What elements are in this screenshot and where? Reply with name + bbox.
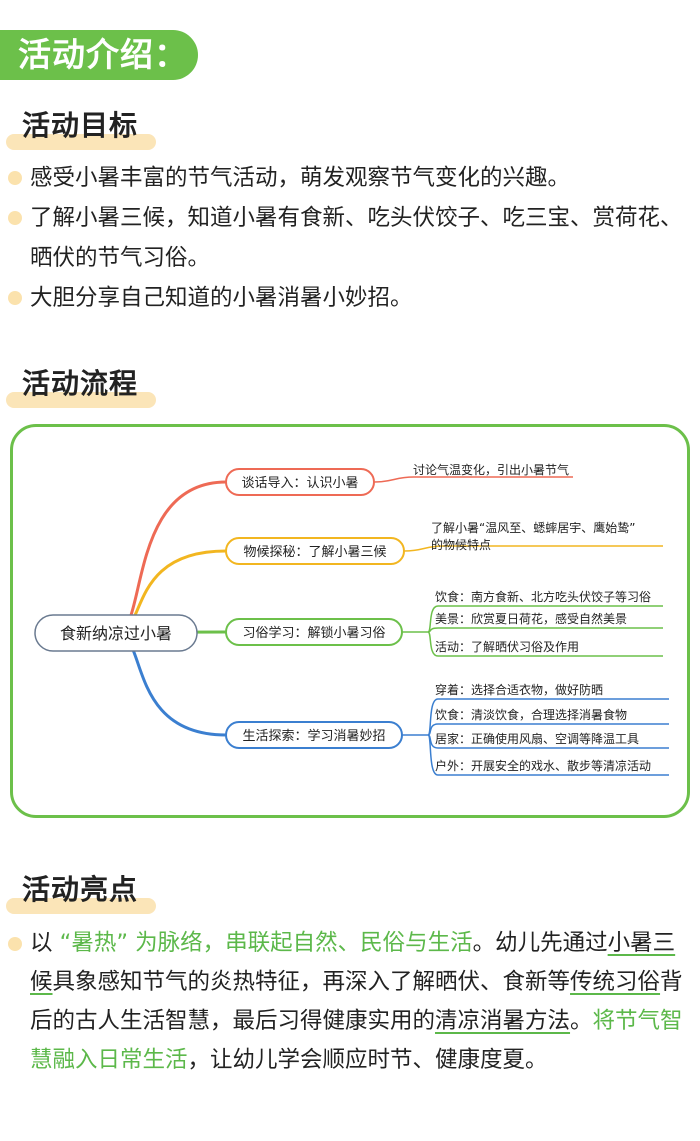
leaf-connector [403, 545, 663, 552]
branch-label: 生活探索：学习消暑妙招 [242, 728, 385, 744]
highlight-segment: 具象感知节气的炎热特征，再深入了解晒伏、食新等 [52, 969, 571, 995]
highlight-segment: 将节气智慧融入日常生活 [30, 1008, 683, 1073]
leaf-label: 了解小暑“温风至、蟋蟀居宇、鹰始鸷” [431, 520, 635, 535]
section-header-pill: 活动介绍： [0, 30, 198, 80]
leaf-connector [427, 631, 663, 657]
goals-title: 活动目标 [22, 109, 139, 142]
leaf-connector [373, 476, 573, 483]
branch-label: 物候探秘：了解小暑三候 [243, 545, 386, 560]
highlight-segment: 背后的古人生活智慧，最后习得健康实用的 [30, 969, 683, 1034]
process-title-block: 活动流程 [6, 362, 157, 408]
leaf-connector [427, 734, 669, 776]
list-item: 感受小暑丰富的节气活动，萌发观察节气变化的兴趣。 [8, 158, 696, 198]
highlight-segment: 以 [30, 930, 60, 956]
list-item-text: 了解小暑三候，知道小暑有食新、吃头伏饺子、吃三宝、赏荷花、晒伏的节气习俗。 [30, 205, 683, 271]
bullet-dot-icon [8, 171, 22, 185]
leaf-label: 穿着：选择合适衣物，做好防晒 [435, 682, 603, 697]
leaf-label: 饮食：清淡饮食，合理选择消暑食物 [435, 707, 627, 722]
highlight-segment: 。 [570, 1008, 593, 1034]
leaf-label: 讨论气温变化，引出小暑节气 [413, 462, 569, 477]
list-item-text: 大胆分享自己知道的小暑消暑小妙招。 [30, 285, 413, 311]
root-label: 食新纳凉过小暑 [60, 624, 172, 643]
leaf-label: 美景：欣赏夏日荷花，感受自然美景 [435, 611, 627, 626]
branch-label: 习俗学习：解锁小暑习俗 [242, 625, 385, 641]
branch-connector [115, 480, 228, 635]
highlight-segment: 。幼儿先通过 [472, 930, 608, 956]
list-item: 了解小暑三候，知道小暑有食新、吃头伏饺子、吃三宝、赏荷花、晒伏的节气习俗。 [8, 198, 696, 278]
bullet-dot-icon [8, 211, 22, 225]
highlights-title-block: 活动亮点 [6, 868, 157, 914]
leaf-label: 户外：开展安全的戏水、散步等清凉活动 [435, 758, 651, 773]
process-title: 活动流程 [22, 367, 139, 400]
list-item-text: 感受小暑丰富的节气活动，萌发观察节气变化的兴趣。 [30, 165, 571, 191]
branch-label: 谈话导入：认识小暑 [241, 476, 358, 491]
leaf-label: 活动：了解晒伏习俗及作用 [435, 640, 579, 654]
goals-list: 感受小暑丰富的节气活动，萌发观察节气变化的兴趣。 了解小暑三候，知道小暑有食新、… [8, 158, 696, 318]
root-node [34, 614, 198, 652]
leaf-label: 的物候特点 [431, 537, 491, 552]
highlights-paragraph: 以 “暑热” 为脉络，串联起自然、民俗与生活。幼儿先通过小暑三候具象感知节气的炎… [8, 924, 692, 1080]
highlight-segment: “暑热” 为脉络，串联起自然、民俗与生活 [59, 930, 473, 956]
bullet-dot-icon [8, 291, 22, 305]
mindmap-panel: 谈话导入：认识小暑 讨论气温变化，引出小暑节气物候探秘：了解小暑三候 了解小暑“温风… [10, 424, 690, 818]
highlight-segment: 传统习俗 [570, 969, 661, 995]
highlight-segment: ，让幼儿学会顺应时节、健康度夏。 [187, 1047, 548, 1073]
section-header-label: 活动介绍： [18, 35, 188, 74]
highlight-segment: 小暑三候 [30, 930, 676, 995]
highlight-segment: 清凉消暑方法 [435, 1008, 571, 1034]
list-item: 大胆分享自己知道的小暑消暑小妙招。 [8, 278, 696, 318]
leaf-connector [427, 627, 663, 633]
goals-title-block: 活动目标 [6, 104, 157, 150]
leaf-label: 居家：正确使用风扇、空调等降温工具 [435, 731, 639, 746]
highlights-title: 活动亮点 [22, 873, 139, 906]
leaf-label: 饮食：南方食新、北方吃头伏饺子等习俗 [435, 589, 651, 604]
bullet-dot-icon [8, 937, 22, 951]
